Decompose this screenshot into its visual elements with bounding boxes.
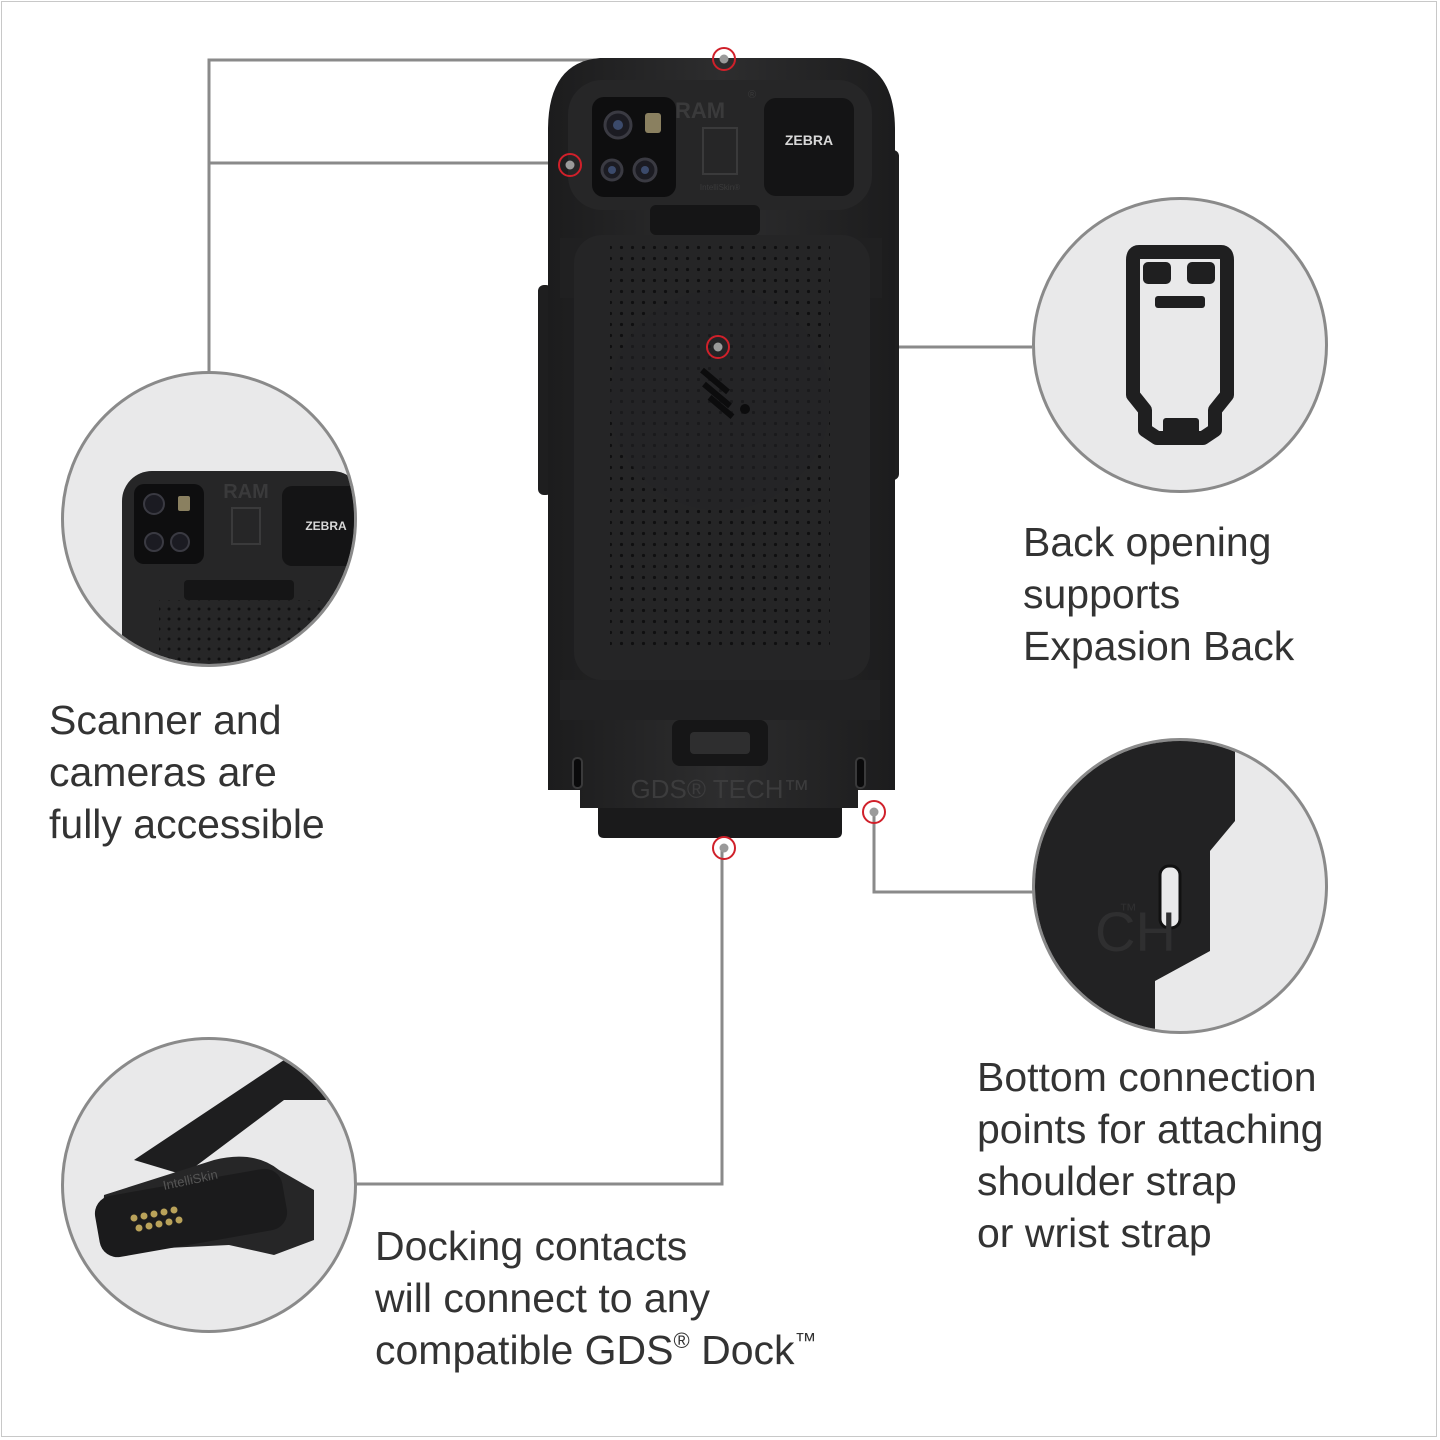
expansion-back-inset [1032, 197, 1328, 493]
docking-connector-foot [598, 808, 842, 838]
bottom-connection-caption: Bottom connection points for attaching s… [977, 1054, 1324, 1256]
zebra-logo-icon [700, 367, 750, 419]
scanner-logo-text: ZEBRA [785, 132, 833, 148]
strap-clip-top [650, 205, 760, 235]
marker-top [712, 47, 736, 71]
svg-text:™: ™ [1119, 900, 1137, 920]
inset-brand-text: RAM [223, 481, 269, 503]
svg-text:®: ® [748, 89, 756, 101]
strap-connection-inset: CH ™ [1032, 738, 1328, 1034]
strap-slot-right [855, 757, 866, 789]
scanner-detail-inset: RAM ZEBRA [61, 371, 357, 667]
scanner-window [764, 98, 854, 196]
marker-dock [712, 836, 736, 860]
marker-back [706, 335, 730, 359]
inset-tech-text: CH [1095, 900, 1176, 963]
scanner-caption: Scanner and cameras are fully accessible [49, 697, 325, 847]
docking-contacts-inset: IntelliSkin [61, 1037, 357, 1333]
marker-camera [558, 153, 582, 177]
strap-slot-left [572, 757, 583, 789]
docking-caption: Docking contacts will connect to any com… [375, 1223, 817, 1373]
back-opening-caption: Back opening supports Expasion Back [1023, 519, 1295, 669]
camera-flash [645, 113, 661, 133]
marker-strap-point [862, 800, 886, 824]
inset-logo-text: ZEBRA [305, 519, 347, 533]
brand-top-text: RAM [675, 98, 725, 123]
intelliskin-label: IntelliSkin® [700, 183, 740, 192]
gds-tech-brand: GDS® TECH™ [630, 774, 809, 804]
